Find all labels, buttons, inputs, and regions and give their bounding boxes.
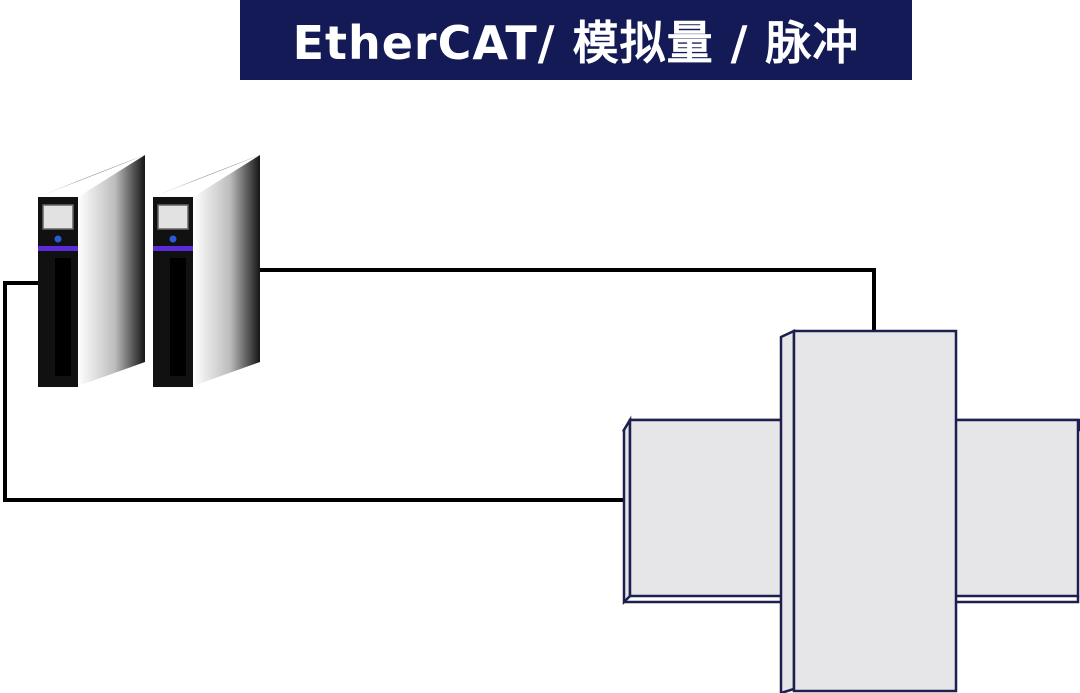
drive-top-face bbox=[153, 155, 260, 197]
drive-display-screen bbox=[157, 204, 189, 230]
servo-drive-1 bbox=[38, 155, 145, 387]
stage-y-axis-body bbox=[792, 329, 958, 693]
xy-cross-stage bbox=[621, 329, 1080, 693]
drive-status-led bbox=[169, 235, 177, 243]
drive-indicator-strip bbox=[38, 246, 78, 251]
servo-drive-2 bbox=[153, 155, 260, 387]
drive-indicator-strip bbox=[153, 246, 193, 251]
stage-y-axis-side-edge bbox=[779, 329, 796, 693]
wire-drive1-to-stage-x bbox=[3, 281, 624, 502]
drive-status-led bbox=[54, 235, 62, 243]
drive-terminal-slot bbox=[170, 258, 186, 376]
drive-side-panel bbox=[78, 155, 145, 386]
drive-display-screen bbox=[42, 204, 74, 230]
drive-side-panel bbox=[193, 155, 260, 386]
title-banner: EtherCAT/ 模拟量 / 脉冲 bbox=[240, 0, 912, 80]
wiring bbox=[3, 268, 876, 502]
drive-terminal-slot bbox=[55, 258, 71, 376]
drive-top-face bbox=[38, 155, 145, 197]
wire-drive2-to-stage-y bbox=[190, 268, 876, 331]
stage-x-axis-bottom-edge bbox=[624, 596, 1080, 604]
diagram-title: EtherCAT/ 模拟量 / 脉冲 bbox=[292, 16, 860, 70]
